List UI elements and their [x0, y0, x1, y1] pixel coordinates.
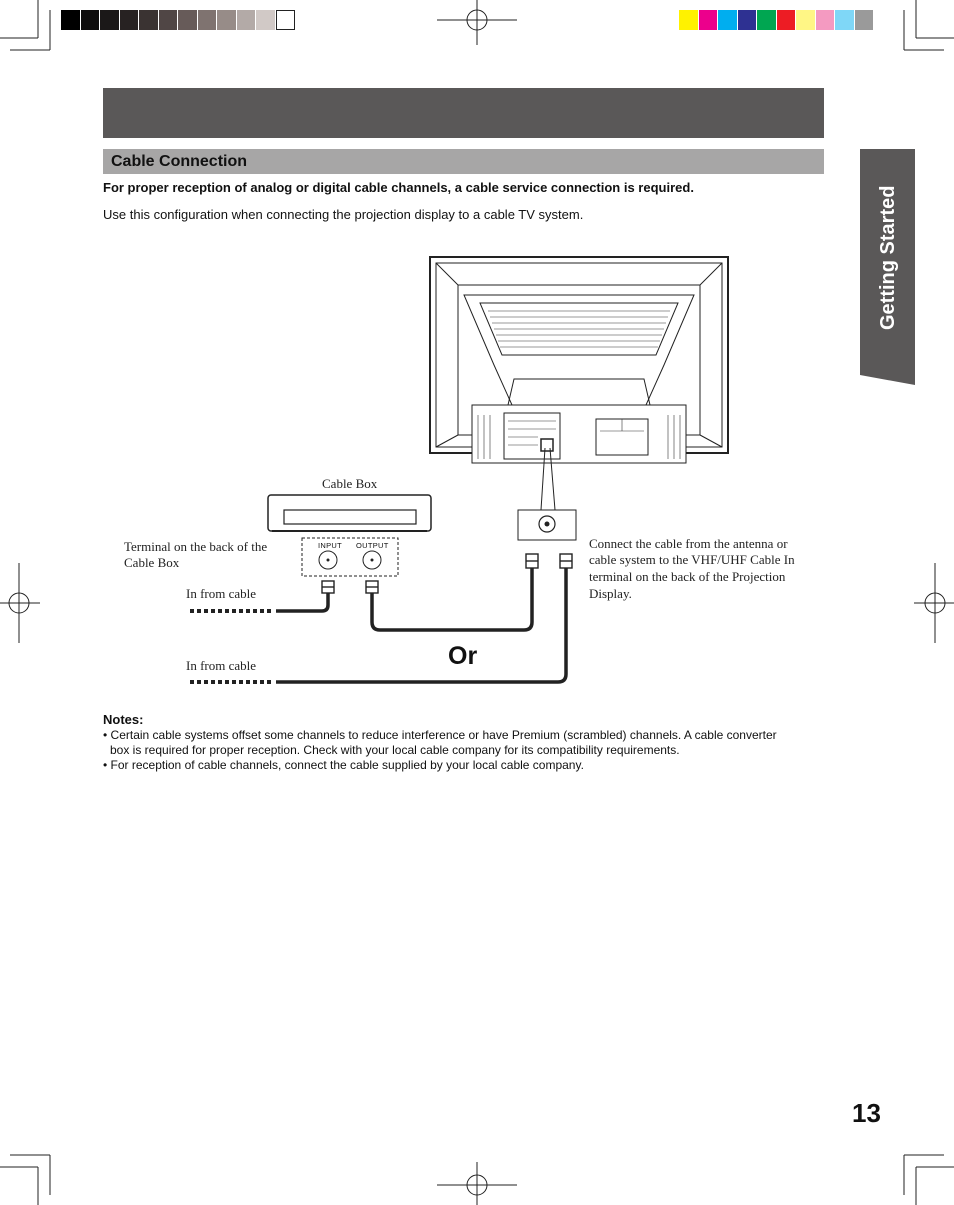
color-swatch	[100, 10, 120, 30]
color-swatch	[275, 10, 295, 30]
color-swatch	[178, 10, 198, 30]
cable-box-label: Cable Box	[322, 476, 378, 491]
note-2: • For reception of cable channels, conne…	[103, 758, 584, 772]
notes-heading: Notes:	[103, 712, 144, 727]
color-swatch	[815, 10, 835, 30]
connect-instructions-line2: cable system to the VHF/UHF Cable In	[589, 552, 795, 567]
section-title: Cable Connection	[111, 153, 248, 170]
connect-instructions-line1: Connect the cable from the antenna or	[589, 536, 788, 551]
terminal-label-line2: Cable Box	[124, 555, 180, 570]
color-swatch	[718, 10, 738, 30]
note-1-line2: box is required for proper reception. Ch…	[110, 743, 680, 757]
side-tab	[860, 149, 915, 385]
color-swatch	[698, 10, 718, 30]
color-swatch	[796, 10, 816, 30]
color-swatch	[679, 10, 699, 30]
output-label: OUTPUT	[356, 541, 389, 550]
in-from-cable-label-2: In from cable	[186, 658, 257, 673]
color-swatch	[61, 10, 81, 30]
color-swatch	[757, 10, 777, 30]
section-heading: Cable Connection	[103, 149, 824, 174]
connect-instructions-line3: terminal on the back of the Projection	[589, 569, 786, 584]
color-swatch	[119, 10, 139, 30]
color-swatch	[158, 10, 178, 30]
color-swatch	[835, 10, 855, 30]
note-1-line1: • Certain cable systems offset some chan…	[103, 728, 777, 742]
color-swatch	[776, 10, 796, 30]
color-swatch	[80, 10, 100, 30]
or-label: Or	[448, 642, 478, 670]
projection-display-illustration	[429, 256, 729, 464]
in-from-cable-label-1: In from cable	[186, 586, 257, 601]
connect-instructions-line4: Display.	[589, 586, 632, 601]
color-swatch	[139, 10, 159, 30]
color-swatch	[737, 10, 757, 30]
color-swatch	[236, 10, 256, 30]
intro-description: Use this configuration when connecting t…	[103, 207, 584, 222]
intro-lead: For proper reception of analog or digita…	[103, 180, 694, 195]
terminal-label-line1: Terminal on the back of the	[124, 539, 268, 554]
color-swatch	[217, 10, 237, 30]
input-label: INPUT	[318, 541, 342, 550]
color-swatch	[197, 10, 217, 30]
color-swatch	[854, 10, 874, 30]
color-swatch	[256, 10, 276, 30]
header-bar	[103, 88, 824, 138]
page-number: 13	[852, 1098, 881, 1128]
